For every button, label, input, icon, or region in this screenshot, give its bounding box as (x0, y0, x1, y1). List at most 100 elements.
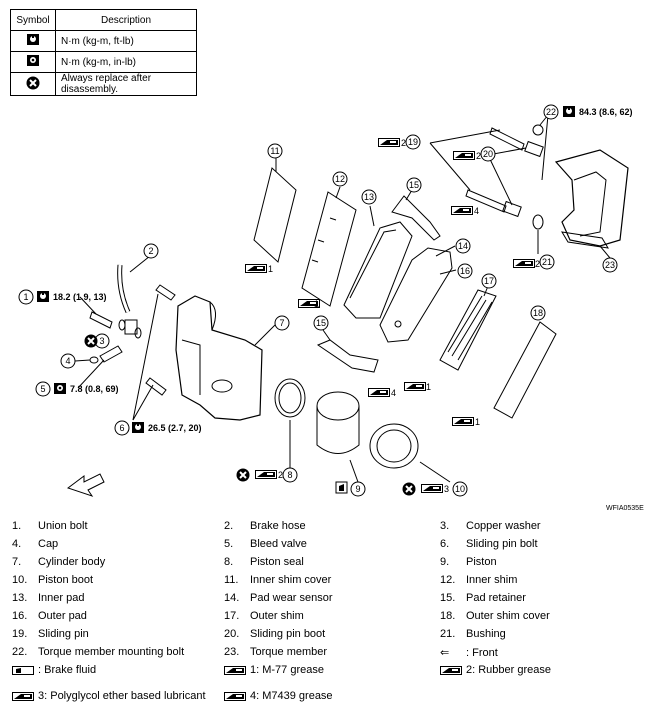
grease-tag-19b: 4 (474, 206, 479, 216)
part-num: 19. (12, 628, 28, 640)
callout-16: 16 (460, 266, 470, 276)
part-num: 23. (224, 646, 240, 658)
callout-15b: 15 (316, 318, 326, 328)
brake-caliper-diagram: 1 2 3 4 5 6 7 8 9 10 11 12 13 15 14 15 1… (18, 104, 633, 497)
grease-icon (368, 388, 390, 397)
callout-2: 2 (148, 246, 153, 256)
torque-wrench-icon (132, 422, 144, 433)
part-name: Bushing (466, 628, 506, 640)
part-num: 3. (440, 520, 450, 532)
grease-icon (378, 138, 400, 147)
part-name: Bleed valve (250, 538, 307, 550)
callout-15a: 15 (409, 180, 419, 190)
parts-list: 1.Union bolt 2.Brake hose 3.Copper washe… (12, 520, 652, 708)
part-name: Piston (466, 556, 497, 568)
callout-13: 13 (364, 192, 374, 202)
grease-legend-row: 3: Polyglycol ether based lubricant 4: M… (12, 690, 652, 708)
parts-row: 16.Outer pad 17.Outer shim 18.Outer shim… (12, 610, 652, 628)
grease-icon (224, 692, 246, 701)
grease-tag-15b: 4 (391, 388, 396, 398)
grease-icon (421, 484, 443, 493)
callout-21: 21 (542, 257, 552, 267)
legend-grease-1: 1: M-77 grease (250, 664, 324, 676)
callout-8: 8 (287, 470, 292, 480)
callout-22: 22 (546, 107, 556, 117)
always-replace-icon (84, 334, 98, 348)
legend-grease-4: 4: M7439 grease (250, 690, 333, 702)
part-num: 21. (440, 628, 456, 640)
part-name: Piston boot (38, 574, 94, 586)
grease-tag-21: 2 (535, 259, 540, 269)
part-name: Outer shim cover (466, 610, 550, 622)
callout-19: 19 (408, 137, 418, 147)
part-num: 20. (224, 628, 240, 640)
part-num: 22. (12, 646, 28, 658)
grease-tag-20: 2 (476, 151, 481, 161)
part-num: 15. (440, 592, 456, 604)
legend-brake-fluid: : Brake fluid (38, 664, 97, 676)
torque-spec-22: 84.3 (8.6, 62) (579, 107, 633, 117)
legend-grease-3: 3: Polyglycol ether based lubricant (38, 690, 206, 702)
figure-code: WFIA0535E (606, 505, 644, 512)
parts-row: 4.Cap 5.Bleed valve 6.Sliding pin bolt (12, 538, 652, 556)
part-num: 2. (224, 520, 234, 532)
part-name: Pad wear sensor (250, 592, 333, 604)
callout-20: 20 (483, 149, 493, 159)
part-name: Outer shim (250, 610, 304, 622)
part-num: 9. (440, 556, 450, 568)
legend-row-always-replace: Always replace after disassembly. (55, 72, 197, 96)
part-num: 11. (224, 574, 239, 586)
part-name: Piston seal (250, 556, 304, 568)
front-arrow-glyph: ⇐ (440, 647, 450, 659)
callout-6: 6 (119, 423, 124, 433)
part-num: 5. (224, 538, 234, 550)
front-label: : Front (466, 647, 498, 659)
part-num: 14. (224, 592, 240, 604)
part-num: 4. (12, 538, 22, 550)
callout-7: 7 (279, 318, 284, 328)
callout-10: 10 (455, 484, 465, 494)
callout-17: 17 (484, 276, 494, 286)
part-name: Sliding pin boot (250, 628, 326, 640)
grease-icon (404, 382, 426, 391)
torque-wrench-icon (563, 106, 575, 117)
callout-18: 18 (533, 308, 543, 318)
part-name: Outer pad (38, 610, 87, 622)
parts-row: 10.Piston boot 11.Inner shim cover 12.In… (12, 574, 652, 592)
part-num: 18. (440, 610, 456, 622)
torque-wrench-small-icon (54, 383, 66, 394)
part-name: Torque member mounting bolt (38, 646, 185, 658)
always-replace-icon (10, 72, 56, 96)
callout-11: 11 (270, 146, 279, 156)
grease-tag-12: 1 (314, 299, 319, 309)
grease-tag-16: 1 (426, 382, 431, 392)
parts-row: 1.Union bolt 2.Brake hose 3.Copper washe… (12, 520, 652, 538)
grease-legend-row: : Brake fluid 1: M-77 grease 2: Rubber g… (12, 664, 652, 682)
part-name: Inner shim cover (250, 574, 332, 586)
callout-9: 9 (355, 484, 360, 494)
grease-icon (224, 666, 246, 675)
part-name: Cylinder body (38, 556, 106, 568)
callout-14: 14 (458, 241, 468, 251)
grease-icon (452, 417, 474, 426)
callout-4: 4 (65, 356, 70, 366)
part-name: Inner pad (38, 592, 85, 604)
grease-icon (12, 692, 34, 701)
legend-grease-2: 2: Rubber grease (466, 664, 551, 676)
part-name: Sliding pin (38, 628, 89, 640)
callout-1: 1 (23, 292, 28, 302)
grease-tag-17: 1 (475, 417, 480, 427)
part-name: Inner shim (466, 574, 518, 586)
grease-icon (440, 666, 462, 675)
callout-3: 3 (99, 336, 104, 346)
brake-fluid-icon (12, 665, 34, 675)
part-name: Cap (38, 538, 59, 550)
torque-spec-6: 26.5 (2.7, 20) (148, 423, 202, 433)
part-name: Brake hose (250, 520, 306, 532)
parts-row: 19. Sliding pin 20. Sliding pin boot 21. Bu… (12, 628, 652, 646)
part-num: 10. (12, 574, 28, 586)
brake-fluid-icon (335, 481, 348, 494)
part-name: Torque member (250, 646, 328, 658)
part-num: 6. (440, 538, 450, 550)
torque-wrench-icon (37, 291, 49, 302)
